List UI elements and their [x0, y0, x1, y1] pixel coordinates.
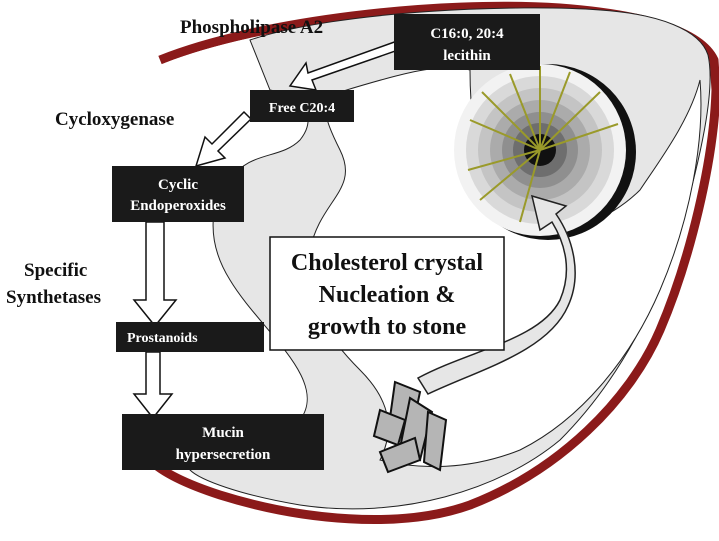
- label-cyclooxygenase: Cycloxygenase: [55, 109, 174, 130]
- callout-line3: growth to stone: [308, 314, 467, 340]
- arrow-prostanoids-to-mucin: [134, 352, 172, 418]
- box-mucin-line2: hypersecretion: [176, 447, 271, 463]
- callout-line1: Cholesterol crystal: [291, 250, 484, 276]
- box-mucin-line1: Mucin: [202, 425, 244, 441]
- arrow-free-to-cyclic: [196, 112, 251, 166]
- callout-line2: Nucleation &: [319, 282, 456, 308]
- arrow-cyclic-to-prostanoids: [134, 222, 176, 326]
- box-free-text: Free C20:4: [269, 101, 335, 116]
- box-cyclic-line1: Cyclic: [158, 177, 198, 193]
- label-phospholipase: Phospholipase A2: [180, 17, 323, 38]
- box-prostanoids-text: Prostanoids: [127, 331, 198, 346]
- box-lecithin-line2: lecithin: [443, 48, 491, 64]
- label-synthetases: Synthetases: [6, 287, 101, 308]
- box-lecithin-line1: C16:0, 20:4: [430, 26, 504, 42]
- label-specific: Specific: [24, 260, 87, 281]
- box-cyclic-line2: Endoperoxides: [130, 198, 226, 214]
